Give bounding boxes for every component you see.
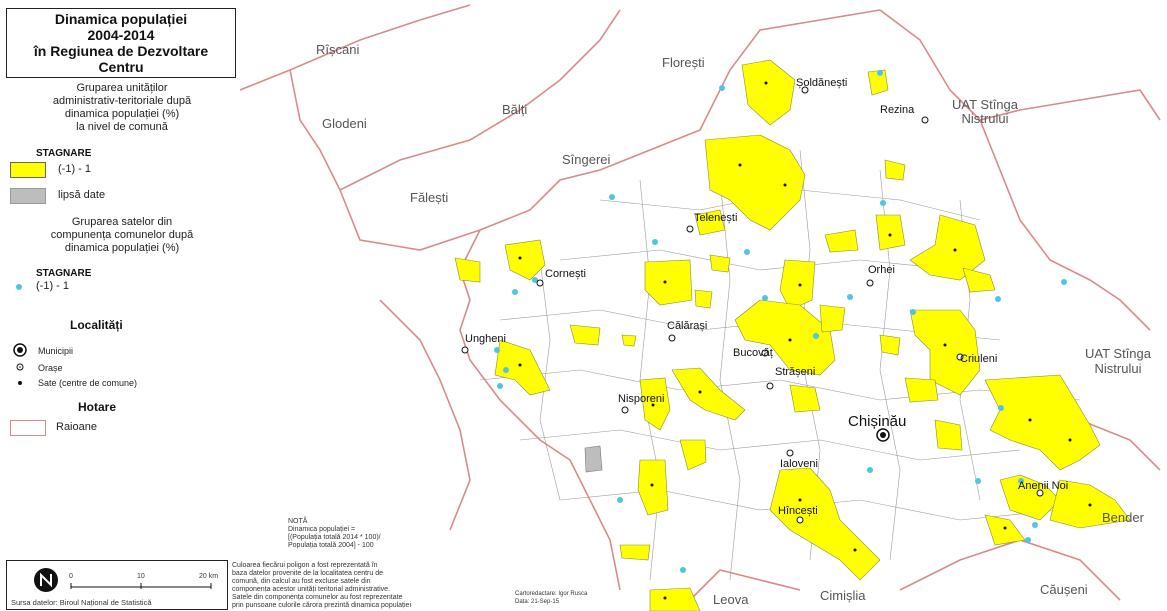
town-label: Șoldănești	[796, 77, 848, 89]
legend-gray-swatch	[10, 188, 46, 204]
north-arrow-icon	[34, 568, 58, 592]
legend-raioane-label: Raioane	[56, 421, 97, 433]
source-text: Sursa datelor: Biroul Național de Statis…	[11, 598, 152, 607]
stagnation-communes	[454, 59, 1131, 611]
town-label: Ialoveni	[780, 458, 818, 470]
legend-group1-title: Gruparea unităților administrativ-terito…	[52, 82, 192, 133]
legend-panel	[6, 8, 238, 463]
title-line: 2004-2014	[87, 27, 155, 43]
commune-centers	[518, 81, 1092, 600]
legend-hotare-heading: Hotare	[78, 400, 117, 414]
legend-municipiu-symbol	[13, 343, 27, 357]
town-markers	[461, 86, 1044, 524]
region-label: Bender	[1102, 510, 1144, 525]
region-label: Sîngerei	[562, 152, 611, 167]
capital-label: Chișinău	[848, 413, 907, 430]
town-label: Hîncești	[778, 505, 818, 517]
region-label: Bălți	[502, 102, 528, 117]
legend-yellow-swatch	[10, 162, 46, 178]
map-title: Dinamica populației 2004-2014 în Regiune…	[6, 8, 236, 78]
legend-cyan-dot	[16, 284, 22, 290]
scale-tick: 20 km	[199, 573, 219, 580]
scale-tick: 0	[69, 573, 73, 580]
legend-sate-label: Sate (centre de comune)	[38, 378, 138, 388]
region-label: Rîșcani	[316, 42, 360, 57]
legend-orase-label: Orașe	[38, 363, 63, 373]
town-label: Ungheni	[465, 333, 506, 345]
region-label: UAT Stînga Nistrului	[1085, 346, 1151, 376]
title-line: Centru	[98, 59, 144, 75]
legend-sat-symbol	[18, 381, 22, 385]
legend-oras-symbol	[16, 363, 24, 371]
legend-stagnare2-heading: STAGNARE	[36, 268, 92, 279]
region-label: Cimișlia	[820, 588, 866, 603]
town-label: Cornești	[545, 268, 586, 280]
town-label: Orhei	[868, 264, 895, 276]
title-line: Dinamica populației	[54, 11, 188, 27]
region-label: Fălești	[410, 190, 449, 205]
legend-dot-label: (-1) - 1	[36, 280, 69, 292]
legend-localities-heading: Localități	[70, 318, 123, 332]
missing-data-area	[584, 445, 603, 473]
legend-missing-label: lipsă date	[58, 189, 106, 201]
region-label: Florești	[662, 55, 705, 70]
legend-municipii-label: Municipii	[38, 346, 74, 356]
town-label: Criuleni	[960, 353, 998, 365]
scale-bar	[70, 583, 212, 589]
scale-tick: 10	[137, 573, 145, 580]
method-note: Culoarea fiecărui poligon a fost repreze…	[232, 562, 411, 609]
town-label: Călărași	[667, 320, 708, 332]
region-label: UAT Stînga Nistrului	[952, 97, 1018, 126]
scale-and-source-box: 0 10 20 km Sursa datelor: Biroul Naționa…	[6, 560, 228, 610]
region-label: Căușeni	[1040, 582, 1088, 597]
town-label: Anenii Noi	[1018, 480, 1069, 492]
town-label: Telenești	[694, 212, 738, 224]
region-label: Glodeni	[322, 116, 367, 131]
title-line: în Regiunea de Dezvoltare	[33, 43, 209, 59]
credit-note: Cartoredactare: Igor Rusca Data: 21-Sep-…	[515, 591, 588, 605]
town-label: Bucovăț	[733, 347, 773, 359]
formula-note: NOTĂ Dinamica populației = [(Populația t…	[288, 518, 381, 549]
village-dots	[494, 70, 1067, 573]
capital-marker	[876, 428, 890, 442]
region-label: Leova	[713, 592, 749, 607]
legend-raion-swatch	[10, 420, 46, 436]
legend-stagnare-heading: STAGNARE	[36, 148, 92, 159]
town-label: Rezina	[880, 104, 915, 116]
town-label: Nisporeni	[618, 393, 665, 405]
legend-yellow-label: (-1) - 1	[58, 163, 91, 175]
raion-boundaries	[239, 4, 1161, 601]
town-label: Strășeni	[775, 366, 816, 378]
legend-group2-title: Gruparea satelor din compunența comunelo…	[50, 216, 194, 254]
